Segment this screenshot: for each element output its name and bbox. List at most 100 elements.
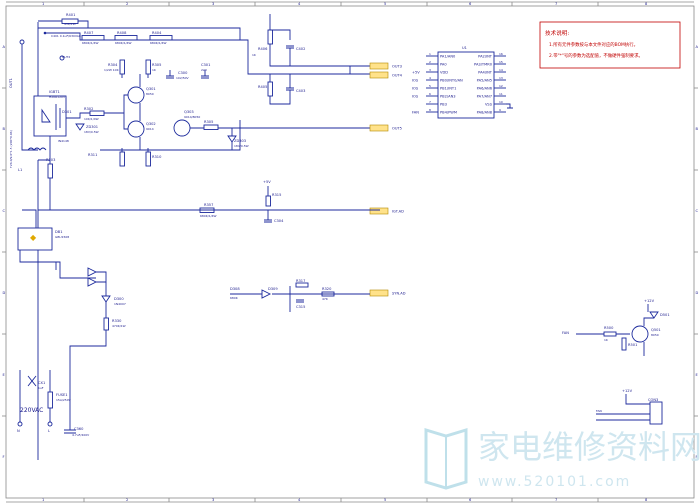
r305b-ref: R305	[204, 120, 213, 124]
q301-ref: Q301	[146, 87, 156, 91]
driver-transistors: Q301 8050 Q302 9014 R304 1/2W 10K R305 1…	[100, 59, 241, 167]
c300-value: 102/50V	[176, 76, 190, 80]
capacitor-c402	[286, 45, 294, 49]
resistor-r302	[89, 110, 105, 116]
c301-value: 223	[201, 68, 207, 72]
igbt-q1-value: H20R1203	[49, 95, 65, 99]
mains-voltage: 220VAC	[20, 407, 43, 414]
zone-side-c-right: C	[696, 209, 699, 213]
mcu-pin-left-name: PA0	[440, 62, 447, 66]
zone-bottom-4: 4	[298, 498, 301, 502]
zone-side-d-right: D	[696, 291, 699, 295]
mains-n-terminal[interactable]	[17, 421, 23, 427]
mcu-pin-right-name: VSS	[485, 102, 493, 106]
r404-ref: R404	[152, 31, 162, 35]
port-out3-label: OUT3	[392, 65, 402, 69]
r500-value: 1K	[604, 338, 609, 342]
port-ad-label: IGT.AD	[392, 210, 404, 214]
resistor-r317	[295, 282, 309, 288]
r405-ref: R405	[258, 85, 267, 89]
mcu-pin-right-number: 12	[499, 84, 503, 88]
mcu-pin-left-number: 8	[429, 108, 431, 112]
r304-ref: R304	[108, 63, 118, 67]
note-line-1: 1.所有元件参数按与本文件对应的BOM执行。	[549, 41, 638, 48]
transistor-q302	[127, 120, 145, 138]
l1-ref: L1	[18, 168, 22, 172]
zone-bottom-8: 8	[645, 498, 648, 502]
mcu-pin-right-name: PA6/AN6	[477, 86, 493, 90]
r311-ref: R311	[88, 153, 97, 157]
resistor-r304	[119, 59, 125, 75]
c360-value: 4.7uF/400V	[72, 433, 90, 437]
c360-ref: C360	[74, 427, 84, 431]
port-sync-label: SYN.AD	[392, 292, 406, 296]
resistor-r303	[47, 163, 53, 179]
d309-ref: D309	[268, 287, 278, 291]
mcu-pin-left-name: PB1/INT1	[440, 86, 456, 90]
d300-value: 1N4007	[114, 302, 126, 306]
watermark-book-icon	[424, 427, 468, 490]
note-line-2: 2.带"*"号的参数为选配值，不做硬件强制要求。	[549, 52, 643, 59]
zone-bottom-7: 7	[555, 498, 557, 502]
diode-d300	[101, 295, 111, 303]
mcu-pin-right-name: PA7/AN7	[477, 94, 492, 98]
mcu-pin-left-number: 2	[429, 60, 431, 64]
mcu-pin-right-number: 14	[499, 68, 503, 72]
mcu-pin-left-net: +5V	[412, 70, 420, 74]
choke-l1: L1 T26.0/9.0*1.5 (200*0.06) R303	[9, 60, 55, 210]
mains-l-terminal[interactable]	[47, 421, 53, 427]
resistor-r309	[119, 151, 125, 167]
con-vcc: +12V	[622, 389, 633, 393]
l1-note: T26.0/9.0*1.5 (200*0.06)	[9, 130, 13, 169]
resistor-r404	[149, 35, 173, 41]
port-sync[interactable]	[369, 289, 389, 297]
cx1-ref: CX1	[38, 381, 45, 385]
c300-ref: C300	[178, 71, 188, 75]
fan-input-label: FAN	[562, 331, 569, 335]
transistor-q301	[127, 86, 145, 104]
resistor-r310	[145, 151, 151, 167]
igbt-q1-diode	[41, 108, 51, 123]
mcu-pins: PA1/AN01PA02VDD3+5VPB0/INT0/AN4IOSPB1/IN…	[412, 52, 513, 114]
zone-bottom-1: 1	[42, 498, 44, 502]
resistor-r406	[267, 29, 273, 45]
diode-d2	[87, 277, 98, 287]
resistor-r408	[114, 35, 138, 41]
resistor-r305	[145, 59, 151, 75]
r320-ref: R320	[322, 287, 332, 291]
mcu-pin-left-name: VDD	[440, 70, 448, 74]
connector-con3[interactable]	[649, 401, 663, 425]
resistor-r407	[81, 35, 105, 41]
mains-input: DB1 GBU1508 ◆ R357 680K/1/4W R315 +5V C3…	[17, 160, 380, 460]
mcu-pin-left-net: IOS	[412, 86, 419, 90]
bridge-symbol: ◆	[30, 233, 37, 242]
q501-value: 8050	[651, 333, 659, 337]
port-out3[interactable]	[369, 62, 389, 70]
r357-ref: R357	[204, 203, 213, 207]
zone-top-2: 2	[126, 2, 128, 6]
igbt-q1-body	[33, 95, 67, 137]
q303-ref: Q303	[184, 110, 194, 114]
port-ad[interactable]	[369, 207, 389, 215]
q303-part: 9014/8050	[184, 115, 200, 119]
zone-top-4: 4	[298, 2, 301, 6]
d301-ref: D301	[62, 110, 72, 114]
port-out5[interactable]	[369, 124, 389, 132]
watermark: 家电维修资料网 www.520101.com	[424, 427, 700, 490]
r303-ref: R303	[46, 158, 55, 162]
port-out4[interactable]	[369, 71, 389, 79]
transistor-q501	[631, 325, 649, 343]
igbt-group: OUT1 OUT2 IGBT1 H20R1203 ZD301 18V/0.5W …	[9, 28, 105, 161]
q303-value: 9014	[146, 127, 154, 131]
port-out4-label: OUT4	[392, 74, 403, 78]
zone-side-d: D	[3, 291, 6, 295]
r408-value: 680K/1/4W	[115, 41, 132, 45]
zone-side-e-right: E	[696, 373, 699, 377]
mcu-pin-left-name: PB2/AN3	[440, 94, 456, 98]
mcu-pin-right-name: PA5/AN5	[477, 78, 492, 82]
mcu-pin-right-name: PA2/INT	[478, 54, 493, 58]
feedback-network: R406 1K C402 R405 C403	[248, 14, 370, 105]
zd301-value: 18V/0.5W	[84, 130, 99, 134]
r401-ref: R401	[66, 13, 75, 17]
